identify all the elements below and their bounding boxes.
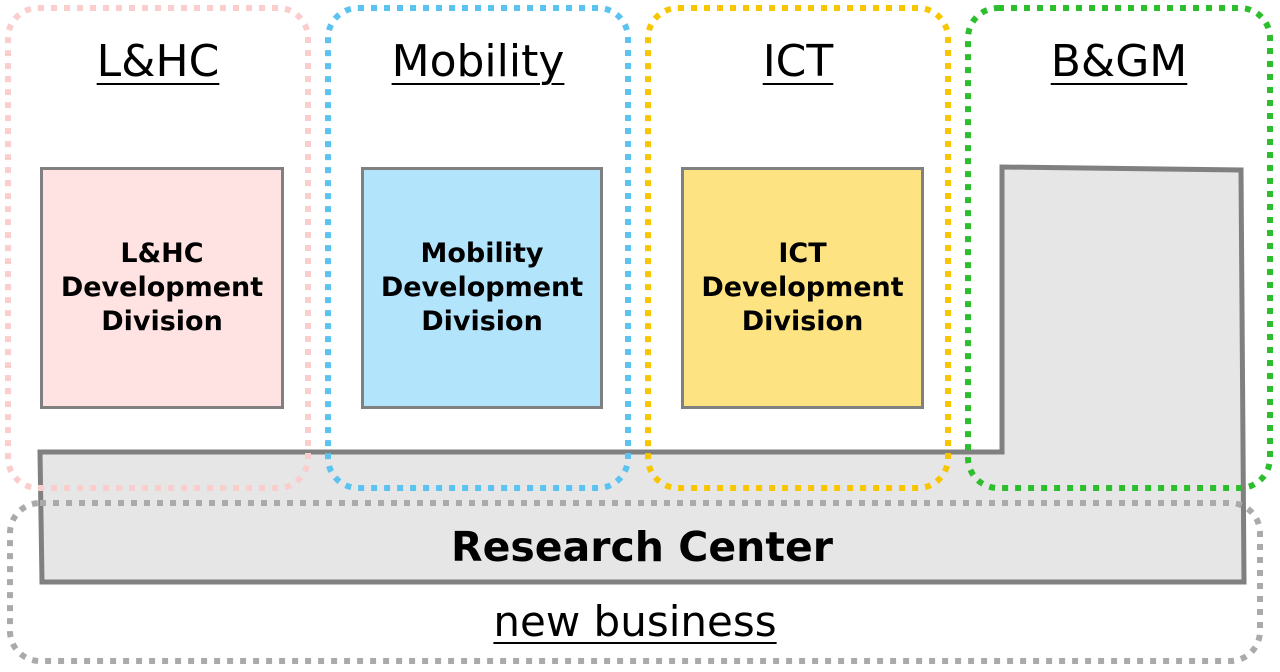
- division-box-ict: ICT Development Division: [681, 167, 924, 409]
- segment-title-lhc: L&HC: [96, 36, 220, 87]
- division-label-mobility: Mobility Development Division: [364, 237, 600, 339]
- segment-outline-mobility: [325, 5, 631, 491]
- division-label-line: Mobility: [420, 238, 544, 269]
- research-center-label: Research Center: [451, 523, 833, 571]
- segment-title-bgm: B&GM: [1050, 36, 1188, 87]
- division-label-line: L&HC: [120, 238, 204, 269]
- new-business-label: new business: [493, 597, 777, 646]
- division-label-line: Division: [741, 306, 864, 337]
- division-label-line: ICT: [778, 238, 827, 269]
- division-label-ict: ICT Development Division: [684, 237, 921, 339]
- division-label-line: Development: [60, 272, 264, 303]
- division-label-line: Division: [421, 306, 543, 337]
- division-label-line: Division: [101, 306, 223, 337]
- segment-title-ict: ICT: [762, 36, 834, 87]
- division-label-line: Development: [380, 272, 584, 303]
- new-business-outline: [7, 500, 1263, 664]
- segment-outline-bgm: [965, 5, 1273, 491]
- research-center-shape: [37, 164, 1247, 585]
- division-box-mobility: Mobility Development Division: [361, 167, 603, 409]
- division-box-lhc: L&HC Development Division: [40, 167, 284, 409]
- segment-outline-lhc: [5, 5, 311, 491]
- division-label-line: Development: [701, 272, 904, 303]
- segment-title-mobility: Mobility: [391, 36, 565, 87]
- segment-outline-ict: [645, 5, 951, 491]
- division-label-lhc: L&HC Development Division: [43, 237, 281, 339]
